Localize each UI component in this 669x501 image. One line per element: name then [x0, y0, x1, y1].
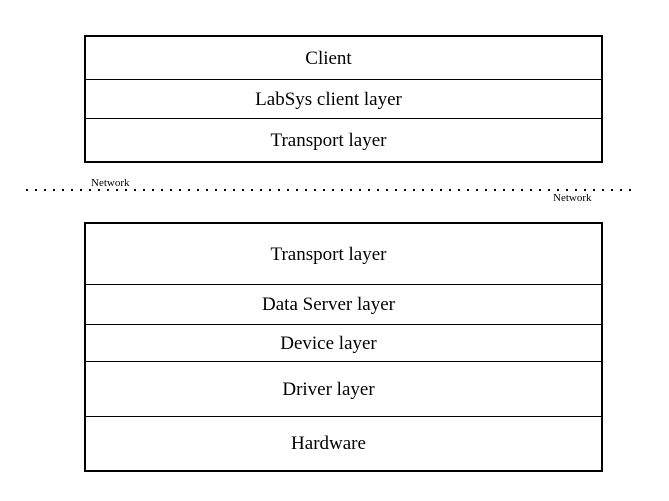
server-stack: Transport layer Data Server layer Device…	[84, 222, 603, 472]
layer-row-data-server-layer: Data Server layer	[86, 285, 601, 325]
layer-row-device-layer: Device layer	[86, 325, 601, 362]
client-stack: Client LabSys client layer Transport lay…	[84, 35, 603, 163]
network-label-left: Network	[91, 177, 130, 189]
layer-row-hardware: Hardware	[291, 433, 366, 454]
layer-row-driver-layer: Driver layer	[86, 362, 601, 417]
layer-row-server-transport-layer: Transport layer	[86, 224, 601, 285]
layer-row-client: Client	[86, 37, 601, 80]
network-dotted-line	[26, 189, 632, 191]
network-label-right: Network	[553, 192, 592, 204]
layer-row-labsys-client-layer: LabSys client layer	[86, 80, 601, 119]
layer-row-client-transport-layer: Transport layer	[270, 129, 387, 151]
